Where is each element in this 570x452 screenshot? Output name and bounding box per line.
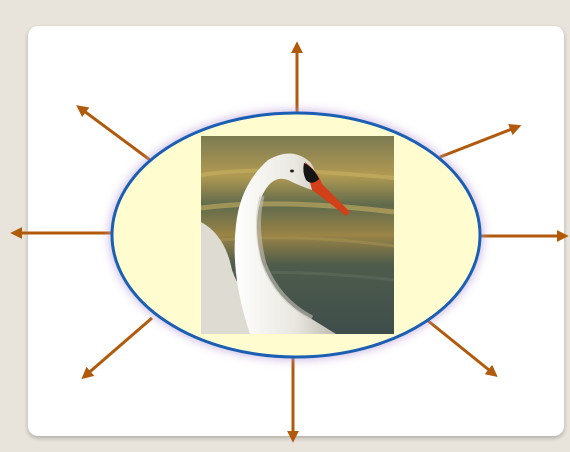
spoke-arrow-bottom-left (85, 318, 152, 376)
spoke-arrow-top-right (440, 127, 517, 157)
spoke-arrow-bottom-right (427, 320, 494, 374)
swan-photo (201, 136, 394, 334)
spoke-arrow-top-left (80, 108, 150, 160)
